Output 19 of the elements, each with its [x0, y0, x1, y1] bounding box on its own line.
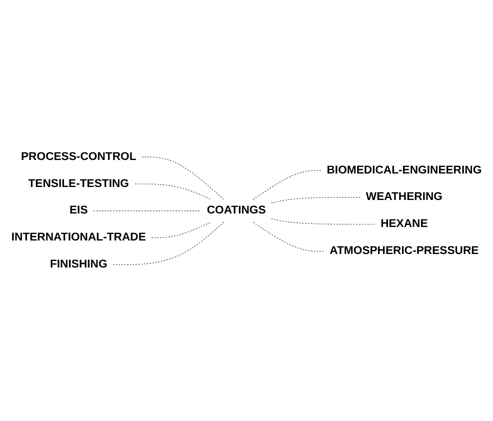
node-text: ATMOSPHERIC-PRESSURE: [330, 244, 479, 257]
dotted-line: [271, 196, 361, 203]
node-text: EIS: [69, 204, 88, 216]
dotted-line: [142, 156, 224, 200]
dotted-line: [112, 221, 224, 265]
node-text: WEATHERING: [366, 190, 442, 203]
node-text: HEXANE: [380, 218, 428, 230]
node-text: FINISHING: [50, 258, 108, 270]
dotted-line: [271, 218, 376, 224]
node-text: BIOMEDICAL-ENGINEERING: [326, 164, 482, 176]
node-text: INTERNATIONAL-TRADE: [11, 231, 146, 244]
dotted-line: [252, 221, 324, 252]
dotted-line: [93, 210, 202, 211]
dotted-line: [252, 170, 322, 200]
dotted-line: [151, 221, 212, 238]
node-text: COATINGS: [206, 204, 266, 216]
dotted-line: [134, 183, 212, 200]
node-text: TENSILE-TESTING: [28, 177, 130, 190]
node-text: PROCESS-CONTROL: [21, 150, 136, 162]
